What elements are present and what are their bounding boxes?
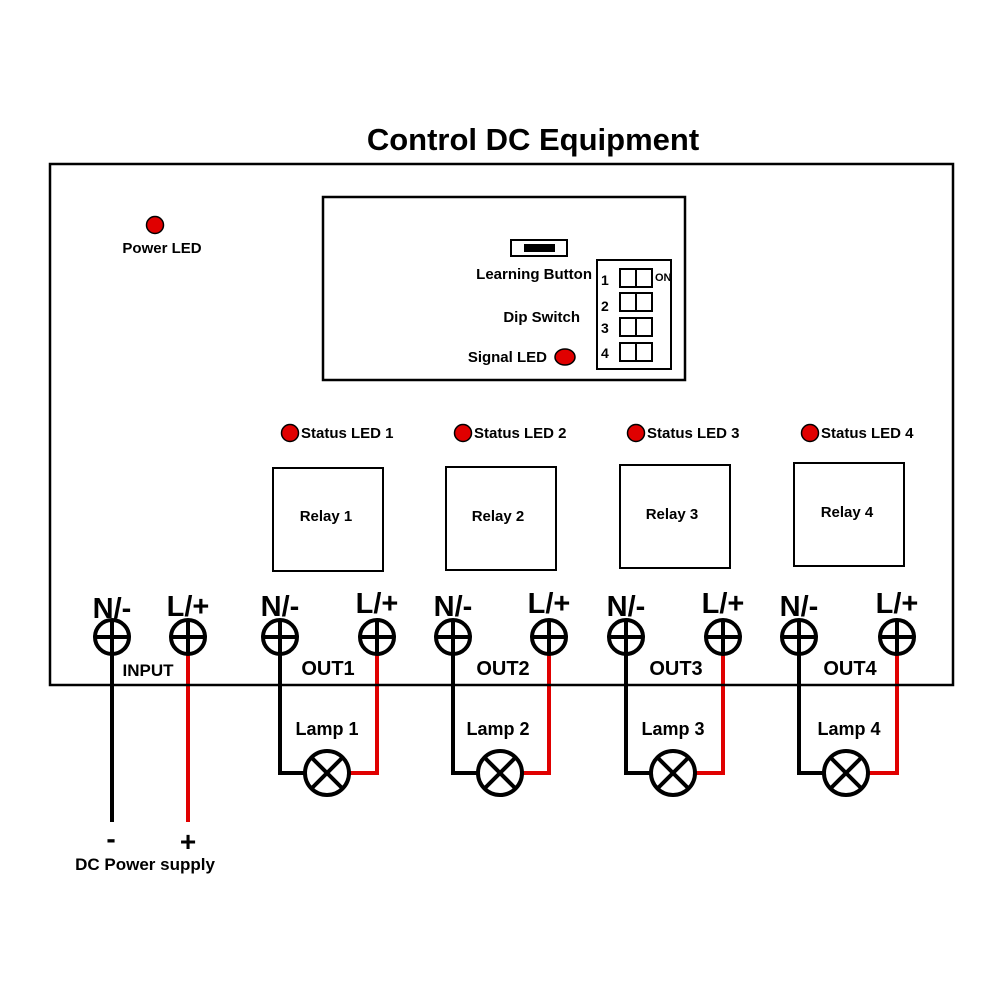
wires [110,655,899,822]
lamp-4-icon [822,749,870,797]
lamps: Lamp 1 Lamp 2 Lamp 3 Lamp 4 [295,719,881,797]
out1-neg-label: N/- [261,591,300,623]
input-pos-terminal-icon [169,618,207,656]
relay-4 [793,462,905,567]
lamp-4-label: Lamp 4 [817,719,880,739]
dc-power-supply-label: DC Power supply [75,855,215,874]
input-pos-label: L/+ [167,591,210,623]
out2-neg-terminal-icon [434,618,472,656]
out3-positive-wire [695,655,725,775]
out1-pos-label: L/+ [356,588,399,620]
out4-neg-terminal-icon [780,618,818,656]
lamp-1-icon [303,749,351,797]
out2-label: OUT2 [476,658,529,680]
signal-led-label: Signal LED [468,349,547,366]
status-led-4-label: Status LED 4 [821,425,914,442]
dip-number-4: 4 [601,345,609,361]
dc-power-supply: - + DC Power supply [75,823,215,874]
out1-positive-wire [349,655,379,775]
out1-neg-terminal-icon [261,618,299,656]
out3-neg-terminal-icon [607,618,645,656]
relay-4-label: Relay 4 [821,504,874,521]
lamp-3-icon [649,749,697,797]
status-leds: Status LED 1 Status LED 2 Status LED 3 S… [280,423,914,443]
out1-label: OUT1 [301,658,354,680]
diagram-title: Control DC Equipment [367,122,699,157]
out2-negative-wire [451,655,478,775]
learning-button-label: Learning Button [476,266,592,283]
dip-switch-label: Dip Switch [503,309,580,326]
dip-number-2: 2 [601,298,609,314]
out2-pos-label: L/+ [528,588,571,620]
out4-negative-wire [797,655,824,775]
dip-on-label: ON [655,272,672,284]
lamp-2-label: Lamp 2 [466,719,529,739]
relay-1 [272,467,384,572]
lamp-3-label: Lamp 3 [641,719,704,739]
relay-2-label: Relay 2 [472,508,525,525]
out2-neg-label: N/- [434,591,473,623]
status-led-4 [800,423,820,443]
learning-button-actuator [524,244,555,252]
out2-positive-wire [522,655,551,775]
status-led-2-label: Status LED 2 [474,425,567,442]
out4-pos-label: L/+ [876,588,919,620]
relay-1-label: Relay 1 [300,508,353,525]
out4-neg-label: N/- [780,591,819,623]
out3-pos-label: L/+ [702,588,745,620]
status-led-2 [453,423,473,443]
dip-number-1: 1 [601,272,609,288]
power-led-label: Power LED [122,240,201,257]
status-led-1 [280,423,300,443]
out3-neg-label: N/- [607,591,646,623]
relay-3 [619,464,731,569]
relay-3-label: Relay 3 [646,506,699,523]
input-neg-terminal-icon [93,618,131,656]
relay-2 [445,466,557,571]
signal-led [554,348,576,366]
lamp-1-label: Lamp 1 [295,719,358,739]
out3-pos-terminal-icon [704,618,742,656]
out1-negative-wire [278,655,305,775]
status-led-3 [626,423,646,443]
out1-pos-terminal-icon [358,618,396,656]
power-led [145,215,165,235]
minus-sign: - [106,823,115,854]
out4-positive-wire [868,655,899,775]
out3-label: OUT3 [649,658,702,680]
terminal-screws [93,618,916,656]
out2-pos-terminal-icon [530,618,568,656]
controller-board [48,162,955,687]
receiver-module: Learning Button Dip Switch Signal LED ON… [321,195,687,382]
plus-sign: + [180,826,196,857]
out3-negative-wire [624,655,651,775]
terminal-labels: N/- L/+ N/- L/+ N/- L/+ N/- L/+ N/- L/+ [93,588,919,625]
relays: Relay 1 Relay 2 Relay 3 Relay 4 [272,462,905,572]
status-led-3-label: Status LED 3 [647,425,740,442]
dip-number-3: 3 [601,320,609,336]
lamp-2-icon [476,749,524,797]
status-led-1-label: Status LED 1 [301,425,394,442]
out4-pos-terminal-icon [878,618,916,656]
input-label: INPUT [123,661,175,680]
out4-label: OUT4 [823,658,877,680]
